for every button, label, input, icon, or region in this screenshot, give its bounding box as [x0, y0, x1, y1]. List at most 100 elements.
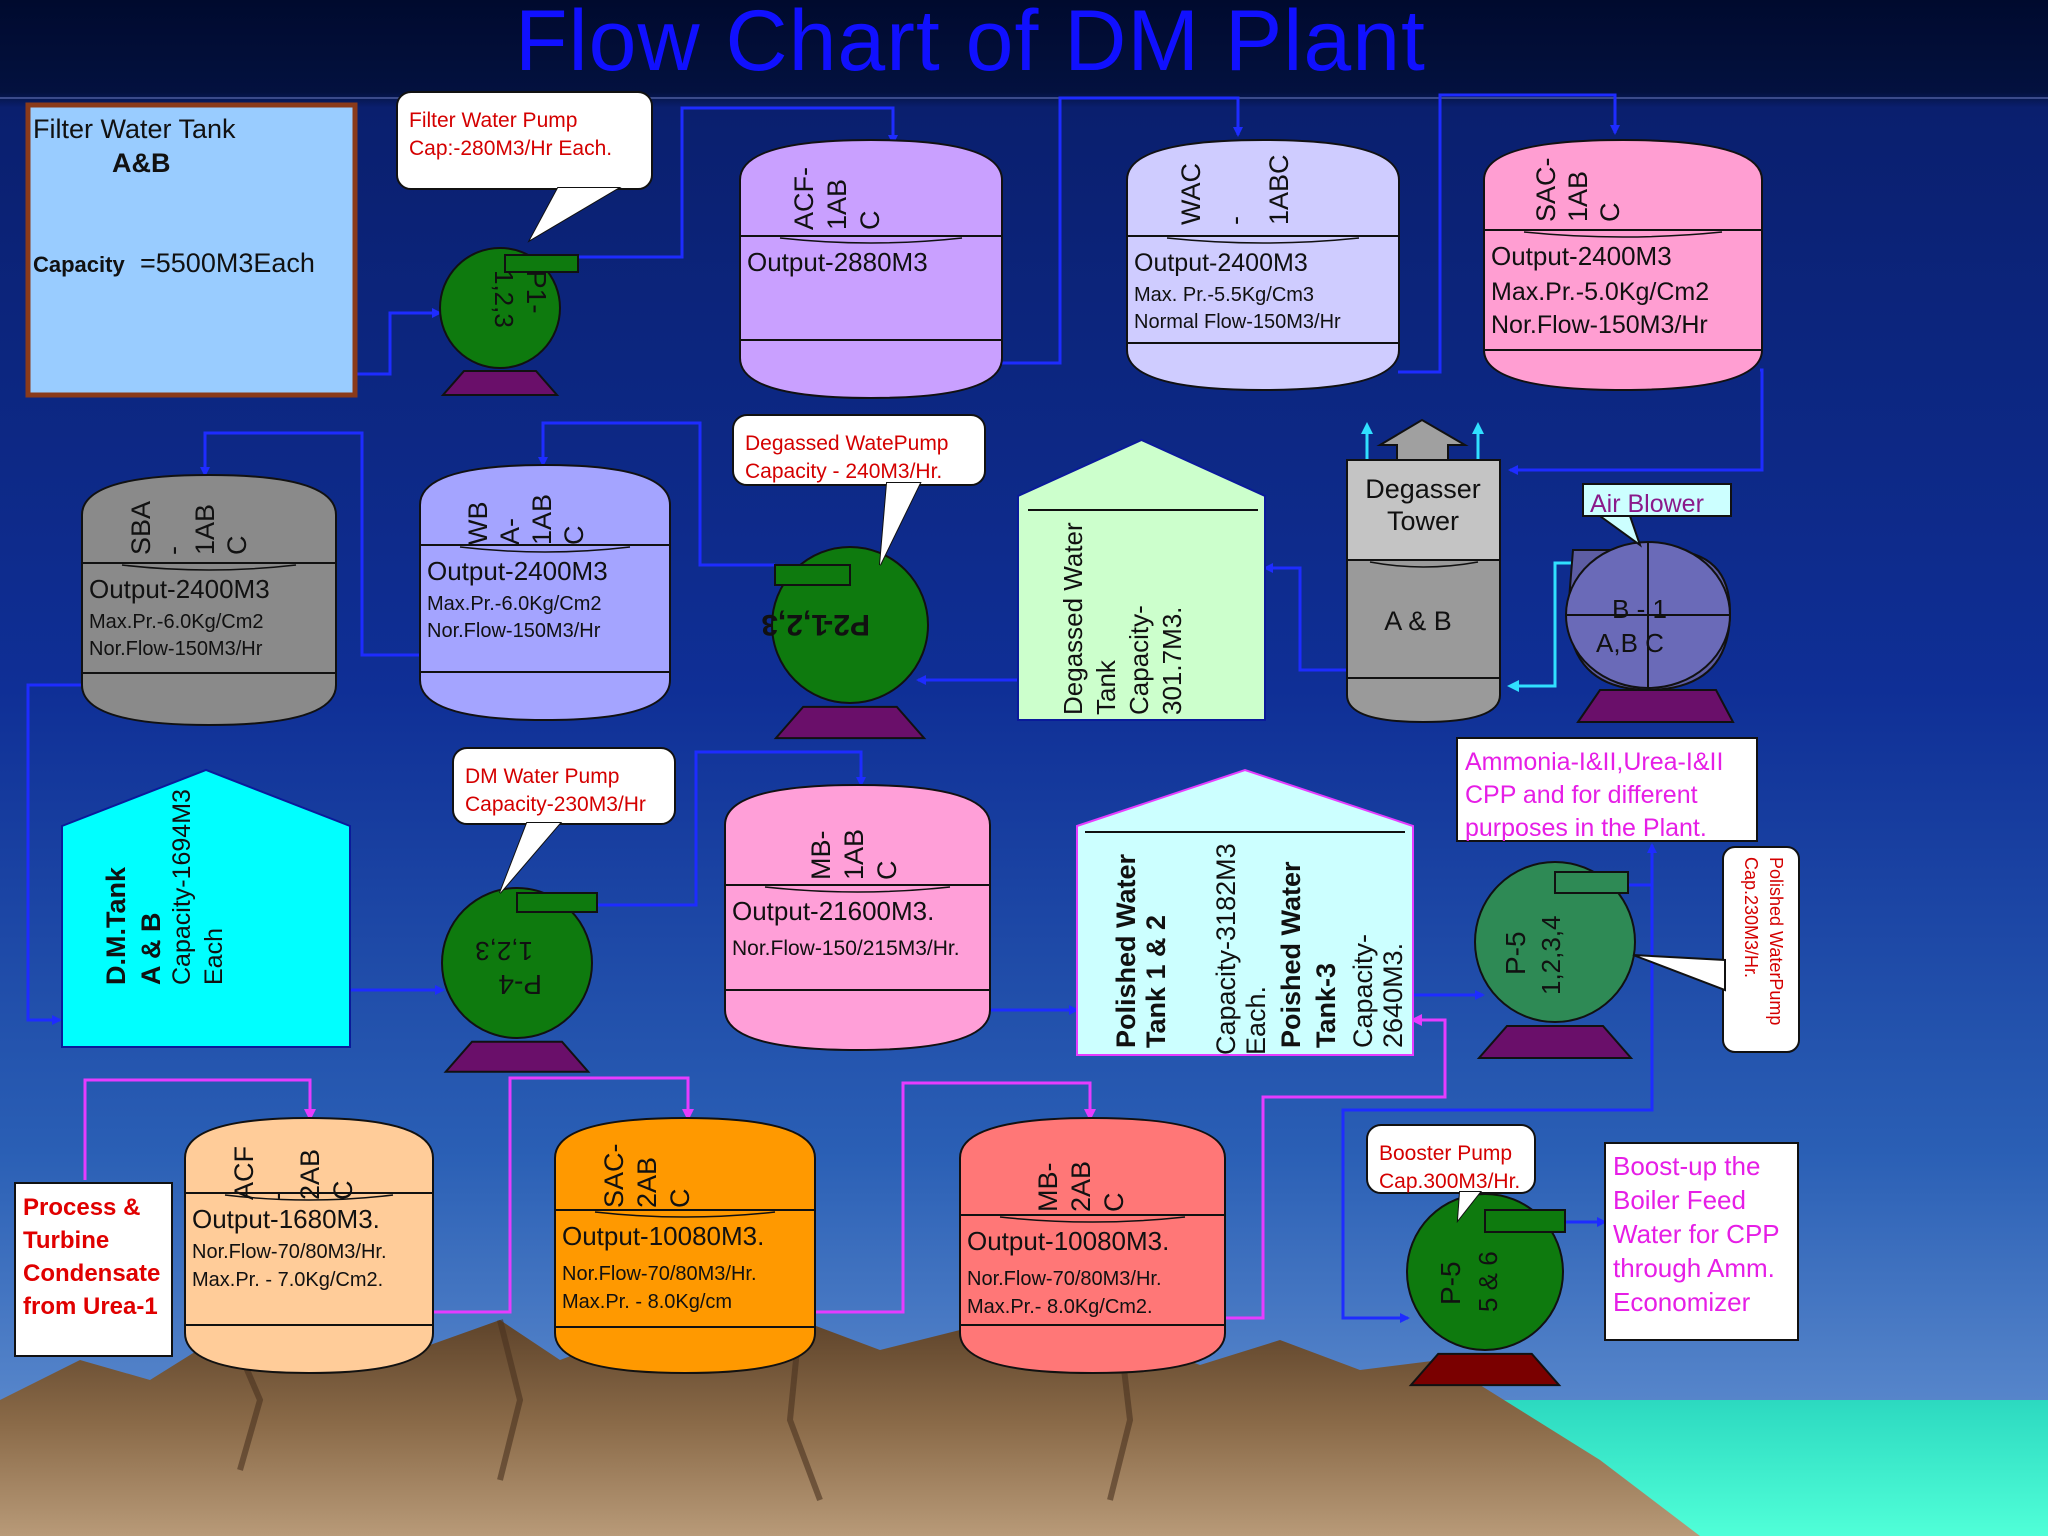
callout-text: Filter Water Pump	[409, 109, 577, 132]
vessel-dish	[779, 237, 963, 244]
vessel-name: C	[872, 861, 902, 881]
flow-p5a-to-booster	[1341, 885, 1654, 1323]
pump-label: 1,2,3,4	[1536, 915, 1566, 995]
tank-text: Capacity-1694M3	[168, 789, 196, 985]
note-text: from Urea-1	[23, 1293, 158, 1320]
note-text: Boiler Feed	[1613, 1185, 1746, 1215]
vessel-body	[724, 783, 991, 1052]
vessel-body	[184, 1116, 434, 1375]
flow-sac1-to-degasser	[1508, 368, 1764, 475]
tank-text: Tank 1 & 2	[1141, 915, 1171, 1048]
degasser-dish	[1369, 561, 1479, 568]
note-text: CPP and for different	[1465, 781, 1698, 809]
callout-tail	[1632, 954, 1726, 992]
vessel-name: MB-	[1033, 1163, 1063, 1213]
tank-text: Capacity-3182M3	[1211, 843, 1241, 1055]
vessel-spec: Output-21600M3.	[732, 896, 934, 926]
vessel-name: -	[1220, 216, 1250, 225]
flow-p2-to-wba	[538, 421, 775, 567]
vessel-name: ACF-	[789, 167, 819, 230]
callout-box	[1582, 483, 1732, 517]
note-text: Turbine	[23, 1227, 109, 1254]
callout-text: Cap.230M3/Hr.	[1741, 857, 1761, 978]
vessel-name: A-	[495, 518, 525, 545]
vessel-name: C	[1595, 203, 1625, 223]
callout-air-blower: Air Blower	[1582, 483, 1732, 548]
flow-p1-to-acf1	[578, 106, 898, 259]
vessel-spec: Output-2400M3	[89, 574, 270, 604]
note-text: Water for CPP	[1613, 1219, 1780, 1249]
callout-box	[452, 747, 676, 825]
note-box	[14, 1182, 173, 1357]
tank-text: 301.7M3.	[1157, 607, 1187, 715]
pump-label: P1-	[521, 270, 552, 314]
centrifugal-pump-icon	[441, 887, 593, 1039]
vessel-body	[959, 1116, 1226, 1375]
vessel-dish	[1523, 231, 1723, 238]
flow-filter-tank-to-p1	[355, 308, 442, 376]
flow-condensate-to-acf2	[83, 1078, 316, 1180]
degasser-name: Tower	[1387, 506, 1459, 536]
tank-text: A & B	[136, 913, 166, 986]
vessel-name: 1AB	[822, 179, 852, 230]
vessel-spec: Output-2880M3	[747, 247, 928, 277]
note-text: Boost-up the	[1613, 1151, 1760, 1181]
vessel-name: ACF	[229, 1146, 259, 1200]
vessel-name: -	[262, 1191, 292, 1200]
callout-box	[396, 91, 653, 190]
note-text: Ammonia-I&II,Urea-I&II	[1465, 748, 1723, 776]
pump-p2: P2-1,2,3	[761, 546, 929, 740]
vessel-spec: Max.Pr. - 7.0Kg/Cm2.	[192, 1269, 383, 1291]
tank-text: 2640M3.	[1378, 943, 1408, 1048]
callout-box	[732, 414, 986, 486]
flow-acf2-to-sac2	[433, 1076, 694, 1314]
vessel-dish	[594, 1211, 776, 1218]
tank-text: Degassed Water	[1058, 522, 1088, 715]
degasser-sub: A & B	[1384, 606, 1452, 636]
capacity-key: Capacity	[33, 252, 125, 277]
vessel-spec: Max.Pr.- 8.0Kg/Cm2.	[967, 1296, 1153, 1318]
flow-p5a-to-plant	[1628, 843, 1657, 887]
tank-text: Capacity-	[1124, 605, 1154, 715]
vessel-body	[554, 1116, 816, 1375]
vessel-dish	[224, 1194, 394, 1201]
vessel-body	[419, 463, 671, 722]
pump-base	[773, 705, 927, 740]
tank-text: D.M.Tank	[101, 866, 131, 985]
callout-text: Capacity - 240M3/Hr.	[745, 460, 942, 483]
note-text: through Amm.	[1613, 1253, 1775, 1283]
vessel-name: SAC-	[599, 1143, 629, 1208]
callout-text: Degassed WatePump	[745, 432, 949, 455]
vessel-spec: Max.Pr.-6.0Kg/Cm2	[89, 611, 264, 633]
pump-discharge-nozzle	[1554, 871, 1629, 894]
flow-sac2-to-mb2	[815, 1081, 1096, 1314]
callout-box	[1722, 846, 1800, 1053]
vessel-spec: Nor.Flow-70/80M3/Hr.	[562, 1263, 757, 1285]
callout-text: Polished WaterPump	[1766, 857, 1786, 1025]
note-box	[1456, 737, 1758, 842]
blower-label: A,B C	[1596, 628, 1664, 658]
pump-label: P2-	[823, 608, 870, 641]
vessel-name: 1AB	[190, 504, 220, 555]
rectangle-tank	[25, 102, 358, 398]
callout-text: Capacity-230M3/Hr	[465, 793, 646, 816]
pump-base	[1408, 1352, 1562, 1387]
flow-acf1-to-wac	[1000, 96, 1243, 365]
vessel-name: WB	[463, 502, 493, 546]
pump-base	[443, 1040, 591, 1073]
vessel-body	[739, 138, 1003, 400]
callout-text: Cap.300M3/Hr.	[1379, 1170, 1520, 1193]
vessel-spec: Max.Pr.-6.0Kg/Cm2	[427, 593, 602, 615]
callout-tail-fill	[1458, 1192, 1480, 1220]
flow-p4-to-mb1	[597, 750, 866, 907]
flow-degasser-to-degassed-tank	[1263, 563, 1348, 672]
tank-text: Capacity-	[1348, 934, 1378, 1048]
pump-discharge-nozzle	[1484, 1209, 1566, 1233]
vessel-spec: Output-2400M3	[1491, 241, 1672, 271]
